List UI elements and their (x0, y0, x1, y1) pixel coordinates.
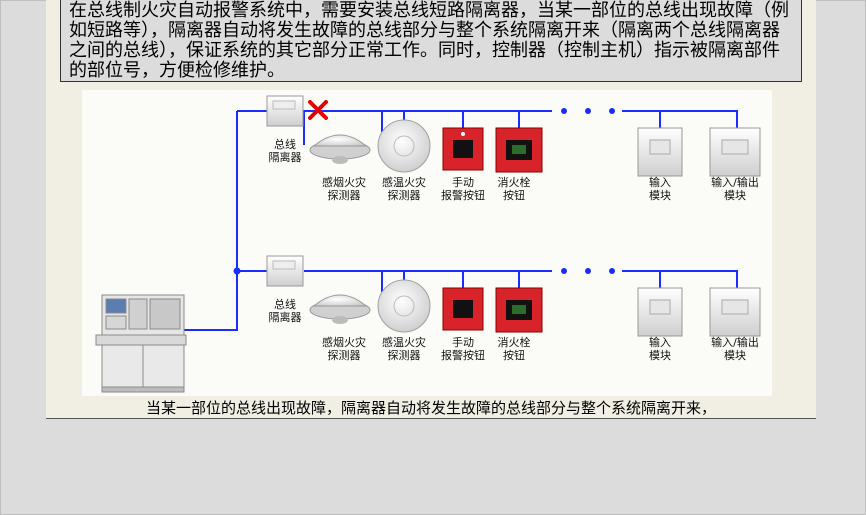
hydrant-label-2: 按钮 (503, 188, 525, 202)
io-label-2: 模块 (724, 189, 746, 202)
input-module-upper (637, 127, 683, 177)
io-label-1: 输入/输出 (711, 175, 759, 189)
io-module-lower (709, 287, 761, 337)
diagram-svg: 总线 隔离器 感烟火灾 探测器 感温火灾 探测器 手动 报警按钮 消火栓 按钮 … (95, 95, 761, 393)
hydrant-label-1: 消火栓 (498, 175, 531, 189)
input-label-2: 模块 (649, 349, 671, 362)
labels-upper: 总线 隔离器 感烟火灾 探测器 感温火灾 探测器 手动 报警按钮 消火栓 按钮 … (269, 137, 759, 202)
hydrant-label-1: 消火栓 (498, 335, 531, 349)
smoke-detector-lower (309, 294, 371, 324)
fault-x-icon (308, 100, 328, 120)
labels-lower: 总线 隔离器 感烟火灾 探测器 感温火灾 探测器 手动 报警按钮 消火栓 按钮 … (269, 297, 759, 362)
manual-alarm-button-upper (442, 127, 484, 171)
heat-label-2: 探测器 (388, 349, 421, 362)
caption: 当某一部位的总线出现故障，隔离器自动将发生故障的总线部分与整个系统隔离开来， (46, 398, 816, 419)
manual-label-1: 手动 (452, 175, 474, 189)
bus-lower-right (622, 270, 738, 288)
caption-text: 当某一部位的总线出现故障，隔离器自动将发生故障的总线部分与整个系统隔离开来， (145, 399, 716, 417)
input-label-2: 模块 (649, 189, 671, 202)
intro-text-box: 在总线制火灾自动报警系统中，需要安装总线短路隔离器，当某一部位的总线出现故障（例… (60, 0, 802, 82)
input-label-1: 输入 (649, 335, 671, 349)
hydrant-button-lower (495, 287, 543, 333)
bus-system-diagram: 总线 隔离器 感烟火灾 探测器 感温火灾 探测器 手动 报警按钮 消火栓 按钮 … (82, 90, 772, 396)
intro-text: 在总线制火灾自动报警系统中，需要安装总线短路隔离器，当某一部位的总线出现故障（例… (69, 0, 789, 81)
isolator-label-1: 总线 (274, 137, 296, 151)
bus-trunk (184, 111, 238, 331)
manual-alarm-button-lower (442, 287, 484, 331)
smoke-label-2: 探测器 (328, 349, 361, 362)
isolator-label-2: 隔离器 (269, 310, 302, 324)
bus-junction (233, 267, 241, 275)
manual-label-2: 报警按钮 (441, 188, 485, 202)
isolator-lower (266, 255, 304, 287)
io-module-upper (709, 127, 761, 177)
ellipsis-dots (561, 108, 615, 274)
heat-label-2: 探测器 (388, 189, 421, 202)
hydrant-label-2: 按钮 (503, 348, 525, 362)
control-panel (95, 294, 187, 393)
bus-upper-right (622, 110, 738, 128)
manual-label-1: 手动 (452, 335, 474, 349)
heat-detector-lower (377, 279, 431, 333)
io-label-2: 模块 (724, 349, 746, 362)
manual-label-2: 报警按钮 (441, 348, 485, 362)
heat-label-1: 感温火灾 (382, 335, 426, 349)
isolator-label-2: 隔离器 (269, 150, 302, 164)
heat-label-1: 感温火灾 (382, 175, 426, 189)
hydrant-button-upper (495, 127, 543, 173)
smoke-label-1: 感烟火灾 (322, 175, 366, 189)
isolator-label-1: 总线 (274, 297, 296, 311)
input-label-1: 输入 (649, 175, 671, 189)
smoke-detector-upper (309, 134, 371, 164)
heat-detector-upper (377, 119, 431, 173)
io-label-1: 输入/输出 (711, 335, 759, 349)
isolator-upper (266, 95, 304, 127)
smoke-label-1: 感烟火灾 (322, 335, 366, 349)
input-module-lower (637, 287, 683, 337)
smoke-label-2: 探测器 (328, 189, 361, 202)
